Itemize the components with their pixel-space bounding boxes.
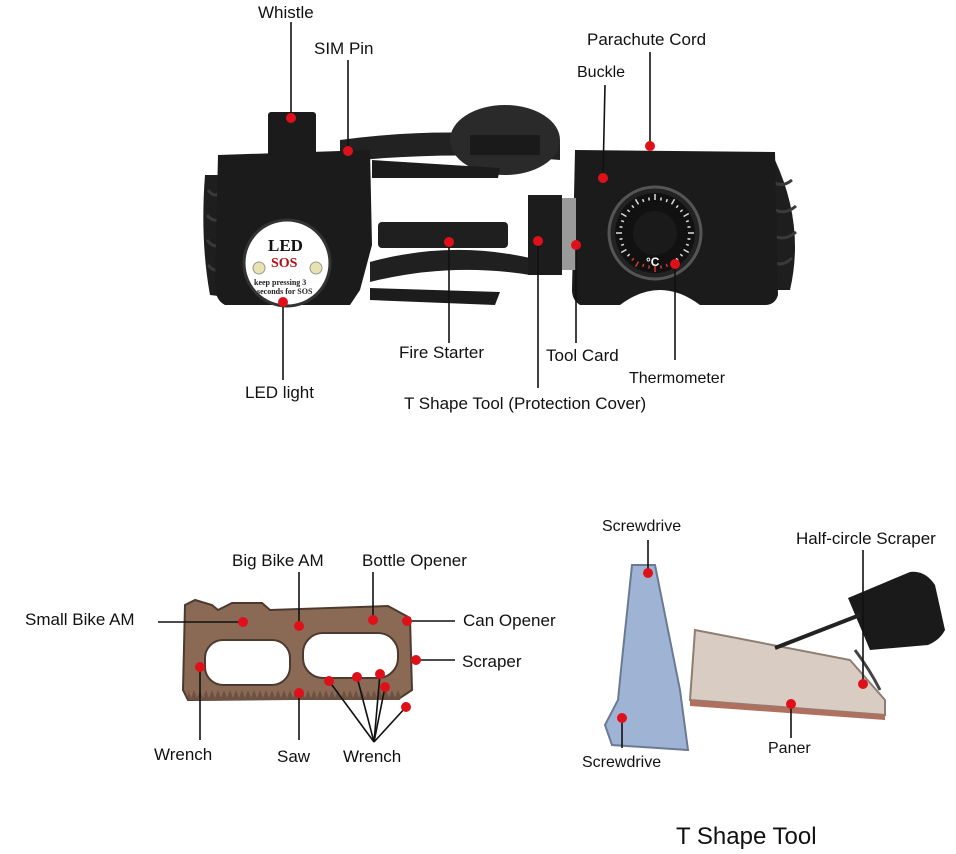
- thermometer-tick: [679, 209, 684, 213]
- marker-half-circle-scraper: [858, 679, 868, 689]
- thermometer-tick: [620, 212, 627, 218]
- thermometer-tick: [670, 198, 676, 205]
- half-circle-scraper-body: [848, 571, 945, 650]
- thermometer-tick: [641, 263, 645, 268]
- label-t-shape-tool-cover: T Shape Tool (Protection Cover): [404, 394, 647, 413]
- thermometer-tick: [634, 261, 640, 268]
- marker-wrench-left: [195, 662, 205, 672]
- label-wrench-left: Wrench: [154, 745, 213, 764]
- thermometer-tick: [626, 253, 631, 257]
- label-half-circle-scraper: Half-circle Scraper: [796, 529, 936, 548]
- label-screwdrive-bottom: Screwdrive: [582, 754, 662, 771]
- marker-fire-starter: [444, 237, 454, 247]
- marker-wrench-3: [375, 669, 385, 679]
- thermometer-tick: [619, 226, 623, 229]
- marker-can-opener: [402, 616, 412, 626]
- thermometer-tick: [626, 209, 631, 213]
- thermometer-tick: [620, 219, 625, 223]
- marker-wrench-4: [380, 682, 390, 692]
- t-tool-plate: [688, 628, 886, 717]
- thermometer-unit: °C: [646, 255, 660, 269]
- thermometer-tick: [659, 197, 662, 201]
- thermometer-tick: [648, 197, 651, 201]
- marker-wrench-2: [352, 672, 362, 682]
- tool-card-illustration: [181, 598, 414, 702]
- marker-wrench-1: [324, 676, 334, 686]
- label-thermometer: Thermometer: [629, 370, 726, 387]
- marker-tool-card: [571, 240, 581, 250]
- led-badge-caption-1: keep pressing 3: [254, 278, 307, 287]
- marker-screwdrive-top: [643, 568, 653, 578]
- marker-scraper: [411, 655, 421, 665]
- thermometer-tick: [631, 257, 635, 262]
- led-badge-mode: SOS: [271, 256, 298, 271]
- thermometer-tick: [687, 237, 691, 240]
- thermometer-tick: [675, 204, 679, 209]
- label-can-opener: Can Opener: [463, 611, 556, 630]
- thermometer-tick: [631, 204, 635, 209]
- fire-starter-rod: [378, 222, 508, 248]
- t-shape-tool-illustration: [603, 564, 945, 752]
- marker-led-light: [278, 297, 288, 307]
- label-bottle-opener: Bottle Opener: [362, 551, 467, 570]
- label-wrench-right: Wrench: [343, 747, 402, 766]
- thermometer-tick: [687, 226, 691, 229]
- leader-lines: [158, 22, 864, 748]
- label-led-light: LED light: [245, 383, 314, 402]
- marker-saw: [294, 688, 304, 698]
- marker-whistle: [286, 113, 296, 123]
- label-parachute-cord: Parachute Cord: [587, 30, 707, 49]
- marker-buckle: [598, 173, 608, 183]
- thermometer-tick: [683, 248, 690, 254]
- thermometer-tick: [641, 198, 645, 203]
- thermometer-tick: [619, 237, 623, 240]
- thermometer-tick: [659, 265, 662, 269]
- marker-screwdrive-bottom: [617, 713, 627, 723]
- marker-t-shape-cover: [533, 236, 543, 246]
- label-tool-card: Tool Card: [546, 346, 619, 365]
- label-small-bike-am: Small Bike AM: [25, 610, 135, 629]
- label-sim-pin: SIM Pin: [314, 39, 374, 58]
- t-shape-tool-caption: T Shape Tool: [676, 823, 817, 850]
- led-light-disc: [242, 218, 332, 308]
- marker-sim-pin: [343, 146, 353, 156]
- label-scraper: Scraper: [462, 652, 522, 671]
- label-fire-starter: Fire Starter: [399, 343, 485, 362]
- marker-parachute-cord: [645, 141, 655, 151]
- tool-card-edge: [562, 198, 576, 270]
- thermometer-tick: [620, 248, 627, 254]
- label-buckle: Buckle: [577, 64, 626, 81]
- led-badge-caption-2: seconds for SOS: [257, 287, 313, 296]
- thermometer-tick: [665, 263, 669, 268]
- thermometer-tick: [685, 243, 690, 247]
- thermometer-tick: [683, 212, 690, 218]
- thermometer-tick: [685, 219, 690, 223]
- t-tool-head: [603, 564, 690, 752]
- led-badge-title: LED: [268, 236, 303, 255]
- thermometer-tick: [665, 198, 669, 203]
- thermometer-tick: [648, 265, 651, 269]
- red-markers: [195, 113, 868, 723]
- t-shape-tool-cover: [528, 195, 562, 275]
- marker-wrench-5: [401, 702, 411, 712]
- bracelet-illustration: [203, 105, 797, 308]
- marker-thermometer: [670, 259, 680, 269]
- label-paner: Paner: [768, 740, 811, 757]
- marker-bottle-opener: [368, 615, 378, 625]
- label-saw: Saw: [277, 747, 311, 766]
- label-whistle: Whistle: [258, 3, 314, 22]
- label-big-bike-am: Big Bike AM: [232, 551, 324, 570]
- marker-paner: [786, 699, 796, 709]
- label-screwdrive-top: Screwdrive: [602, 518, 682, 535]
- marker-big-bike-am: [294, 621, 304, 631]
- whistle-body: [268, 112, 316, 157]
- marker-small-bike-am: [238, 617, 248, 627]
- thermometer-tick: [634, 198, 640, 205]
- thermometer-tick: [679, 253, 684, 257]
- thermometer-tick: [620, 243, 625, 247]
